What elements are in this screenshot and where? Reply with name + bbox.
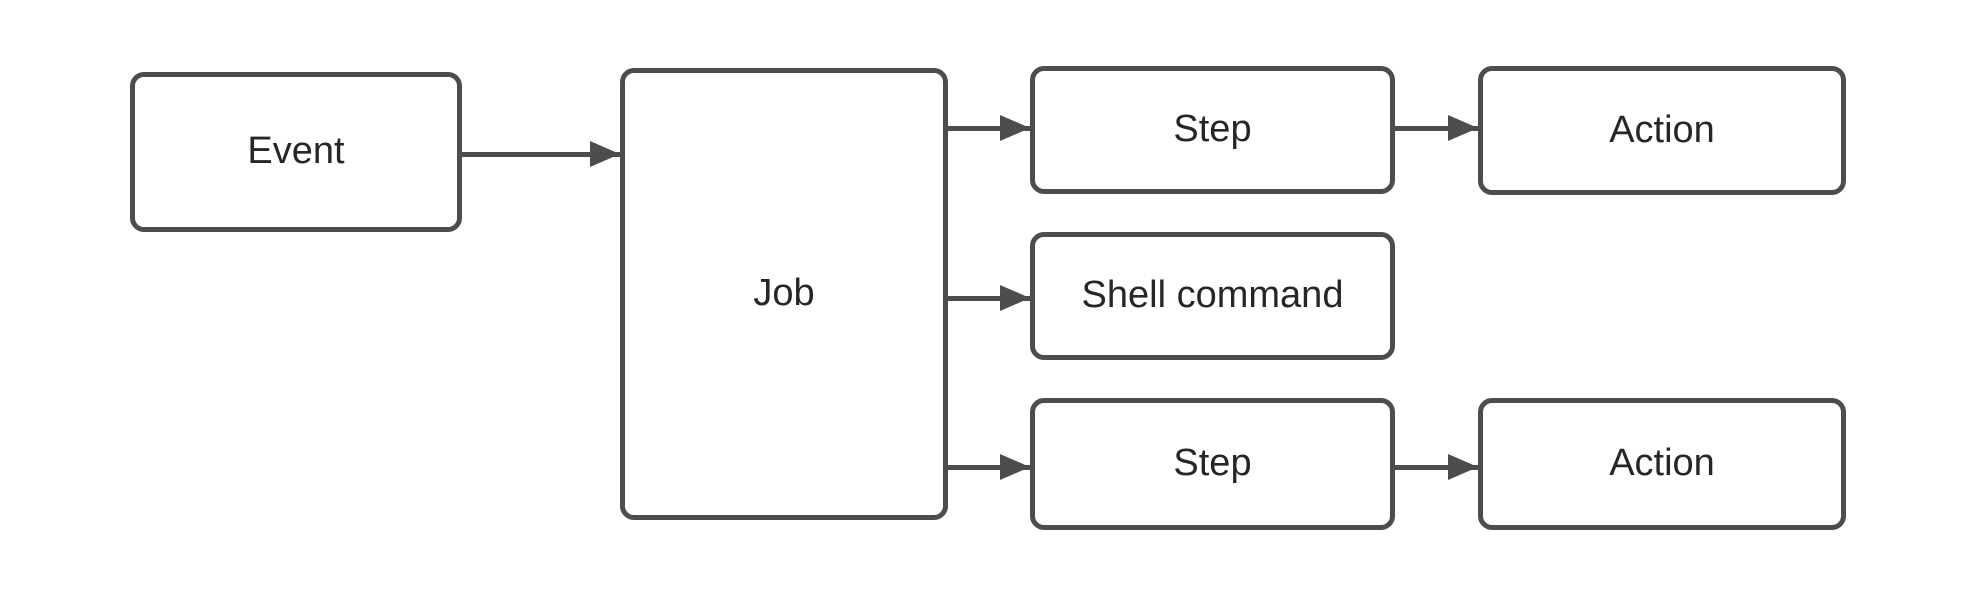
arrowhead-right-icon [1000,285,1030,311]
node-event-label: Event [247,130,345,173]
edge-line [948,126,1030,131]
edge-line [462,152,620,157]
node-shell-command-label: Shell command [1081,274,1344,317]
node-step-1[interactable]: Step [1030,66,1395,194]
node-job[interactable]: Job [620,68,948,520]
arrowhead-right-icon [1000,115,1030,141]
node-action-2-label: Action [1609,442,1715,485]
node-shell-command[interactable]: Shell command [1030,232,1395,360]
edge-line [1395,465,1478,470]
edge-line [1395,126,1478,131]
node-step-2[interactable]: Step [1030,398,1395,530]
arrowhead-right-icon [1448,115,1478,141]
edge-line [948,296,1030,301]
node-action-1[interactable]: Action [1478,66,1846,195]
node-event[interactable]: Event [130,72,462,232]
arrowhead-right-icon [1000,454,1030,480]
arrowhead-right-icon [590,141,620,167]
node-job-label: Job [753,272,815,315]
arrowhead-right-icon [1448,454,1478,480]
node-step-1-label: Step [1173,108,1252,151]
node-action-2[interactable]: Action [1478,398,1846,530]
node-step-2-label: Step [1173,442,1252,485]
node-action-1-label: Action [1609,108,1715,151]
edge-line [948,465,1030,470]
